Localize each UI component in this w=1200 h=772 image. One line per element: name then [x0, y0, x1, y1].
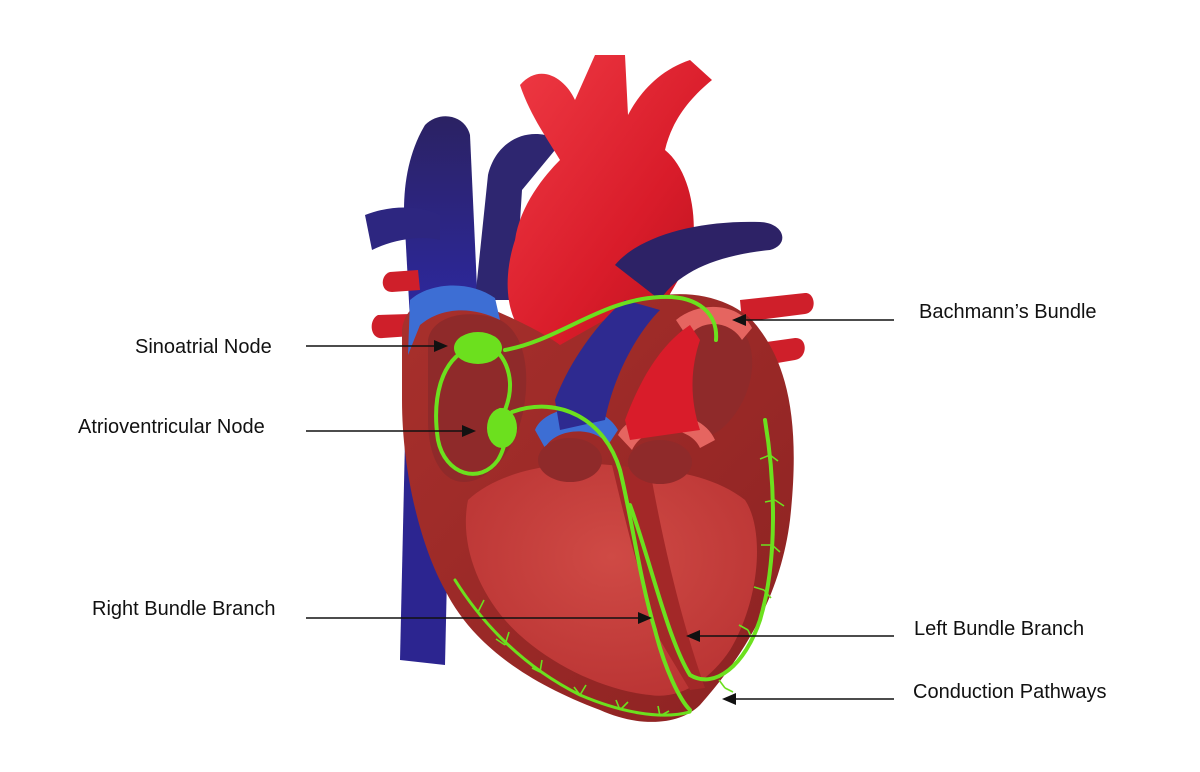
bachmanns-bundle-path: [503, 294, 719, 352]
pulmonary-vein-right-upper: [740, 292, 814, 322]
pointer-left-bundle: [686, 630, 894, 642]
label-conduction: Conduction Pathways: [913, 681, 1106, 703]
pointer-sa-node: [306, 340, 448, 352]
right-bundle-branch-path: [653, 628, 692, 712]
pointer-bachmann: [732, 314, 894, 326]
brachiocephalic-vein: [365, 207, 440, 250]
sa-node-shape: [454, 332, 502, 364]
label-bachmann: Bachmann’s Bundle: [919, 301, 1097, 323]
label-right-bundle: Right Bundle Branch: [92, 598, 275, 620]
av-node-shape: [487, 408, 517, 448]
heart-body: [402, 285, 794, 722]
great-vessels: [365, 55, 814, 665]
pulmonary-artery-branch: [615, 221, 783, 300]
superior-vena-cava: [404, 116, 478, 320]
pointer-av-node: [306, 425, 476, 437]
purkinje-twigs: [469, 454, 785, 717]
pulmonary-vein-left-lower: [371, 314, 412, 339]
tricuspid-ring: [408, 285, 500, 355]
pulmonary-trunk: [555, 300, 660, 430]
valve-cusp-left: [538, 438, 602, 482]
label-av-node: Atrioventricular Node: [78, 416, 265, 438]
pulmonary-trunk-top: [475, 134, 555, 300]
valve-cusp-right: [628, 440, 692, 484]
purkinje-fibers-lower: [453, 578, 692, 717]
left-bundle-branch-path: [628, 418, 776, 682]
pulmonary-vein-left-upper: [382, 270, 420, 292]
conduction-system: [434, 294, 776, 717]
pointer-conduction: [722, 693, 894, 705]
label-left-bundle: Left Bundle Branch: [914, 618, 1084, 640]
pointer-right-bundle: [306, 612, 652, 624]
label-sa-node: Sinoatrial Node: [135, 336, 272, 358]
bundle-of-his: [510, 404, 657, 632]
ascending-aorta-inner: [625, 325, 700, 440]
